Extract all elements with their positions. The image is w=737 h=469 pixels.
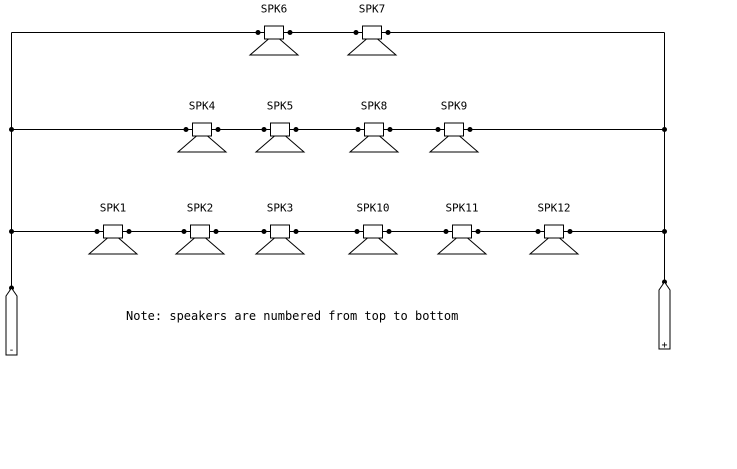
speaker-terminal-right — [475, 229, 481, 234]
speaker-magnet-icon — [103, 224, 123, 239]
speaker-spk7: SPK7 — [346, 3, 398, 56]
speaker-terminal-left — [354, 229, 360, 234]
speaker-terminal-right — [386, 229, 392, 234]
speaker-magnet-icon — [452, 224, 472, 239]
diagram-note: Note: speakers are numbered from top to … — [126, 309, 458, 323]
speaker-cone-icon — [347, 237, 399, 255]
speaker-cone-icon — [346, 38, 398, 56]
speaker-magnet-icon — [544, 224, 564, 239]
speaker-label: SPK7 — [359, 3, 386, 16]
speaker-spk9: SPK9 — [428, 100, 480, 153]
speaker-spk10: SPK10 — [347, 202, 399, 255]
speaker-spk2: SPK2 — [174, 202, 226, 255]
speaker-terminal-right — [567, 229, 573, 234]
speaker-terminal-left — [94, 229, 100, 234]
speaker-label: SPK1 — [100, 202, 127, 215]
speaker-spk11: SPK11 — [436, 202, 488, 255]
speaker-label: SPK11 — [445, 202, 478, 215]
speaker-label: SPK4 — [189, 100, 216, 113]
speaker-cone-icon — [176, 135, 228, 153]
speaker-spk8: SPK8 — [348, 100, 400, 153]
speaker-cone-icon — [174, 237, 226, 255]
speaker-label: SPK6 — [261, 3, 288, 16]
wiring — [11, 32, 665, 288]
speaker-terminal-left — [261, 127, 267, 132]
junction-right-middle — [662, 127, 667, 132]
speaker-cone-icon — [528, 237, 580, 255]
junction-left-middle — [9, 127, 14, 132]
speaker-magnet-icon — [362, 25, 382, 40]
speaker-terminal-left — [255, 30, 261, 35]
speaker-label: SPK2 — [187, 202, 214, 215]
speaker-terminal-right — [293, 229, 299, 234]
speaker-terminal-left — [181, 229, 187, 234]
speaker-magnet-icon — [364, 122, 384, 137]
speaker-terminal-right — [126, 229, 132, 234]
speaker-magnet-icon — [363, 224, 383, 239]
speaker-terminal-right — [215, 127, 221, 132]
speaker-cone-icon — [254, 237, 306, 255]
speaker-magnet-icon — [190, 224, 210, 239]
speaker-cone-icon — [436, 237, 488, 255]
speaker-terminal-right — [293, 127, 299, 132]
speaker-terminal-right — [287, 30, 293, 35]
speaker-label: SPK3 — [267, 202, 294, 215]
speaker-cone-icon — [348, 135, 400, 153]
speaker-terminal-left — [183, 127, 189, 132]
speaker-terminal-left — [353, 30, 359, 35]
speaker-label: SPK5 — [267, 100, 294, 113]
speaker-spk3: SPK3 — [254, 202, 306, 255]
speaker-terminal-right — [467, 127, 473, 132]
junction-left-bottom — [9, 229, 14, 234]
junction-right-bottom — [662, 229, 667, 234]
speaker-terminal-right — [387, 127, 393, 132]
speaker-terminal-left — [535, 229, 541, 234]
speaker-magnet-icon — [270, 122, 290, 137]
speaker-terminal-left — [435, 127, 441, 132]
speaker-magnet-icon — [192, 122, 212, 137]
speaker-magnet-icon — [264, 25, 284, 40]
terminal-negative-label: - — [8, 345, 14, 356]
speaker-label: SPK9 — [441, 100, 468, 113]
speaker-spk12: SPK12 — [528, 202, 580, 255]
speaker-spk5: SPK5 — [254, 100, 306, 153]
speakers: SPK6 SPK7 SPK4 SPK5 SPK8 SPK9 SPK1 SPK2 … — [87, 3, 580, 255]
speaker-cone-icon — [254, 135, 306, 153]
speaker-spk6: SPK6 — [248, 3, 300, 56]
speaker-magnet-icon — [444, 122, 464, 137]
terminal-negative-plug-icon — [5, 287, 18, 356]
terminal-positive-plug-icon — [658, 281, 671, 350]
speaker-spk1: SPK1 — [87, 202, 139, 255]
speaker-magnet-icon — [270, 224, 290, 239]
speaker-label: SPK10 — [356, 202, 389, 215]
speaker-spk4: SPK4 — [176, 100, 228, 153]
speaker-terminal-right — [385, 30, 391, 35]
terminal-negative: - — [5, 287, 18, 356]
speaker-label: SPK8 — [361, 100, 388, 113]
terminal-positive-label: + — [661, 340, 667, 351]
speaker-terminal-left — [261, 229, 267, 234]
speaker-terminal-left — [355, 127, 361, 132]
speaker-cone-icon — [248, 38, 300, 56]
speaker-cone-icon — [428, 135, 480, 153]
terminal-positive: + — [658, 281, 671, 351]
speaker-terminal-right — [213, 229, 219, 234]
speaker-cone-icon — [87, 237, 139, 255]
speaker-label: SPK12 — [537, 202, 570, 215]
speaker-terminal-left — [443, 229, 449, 234]
